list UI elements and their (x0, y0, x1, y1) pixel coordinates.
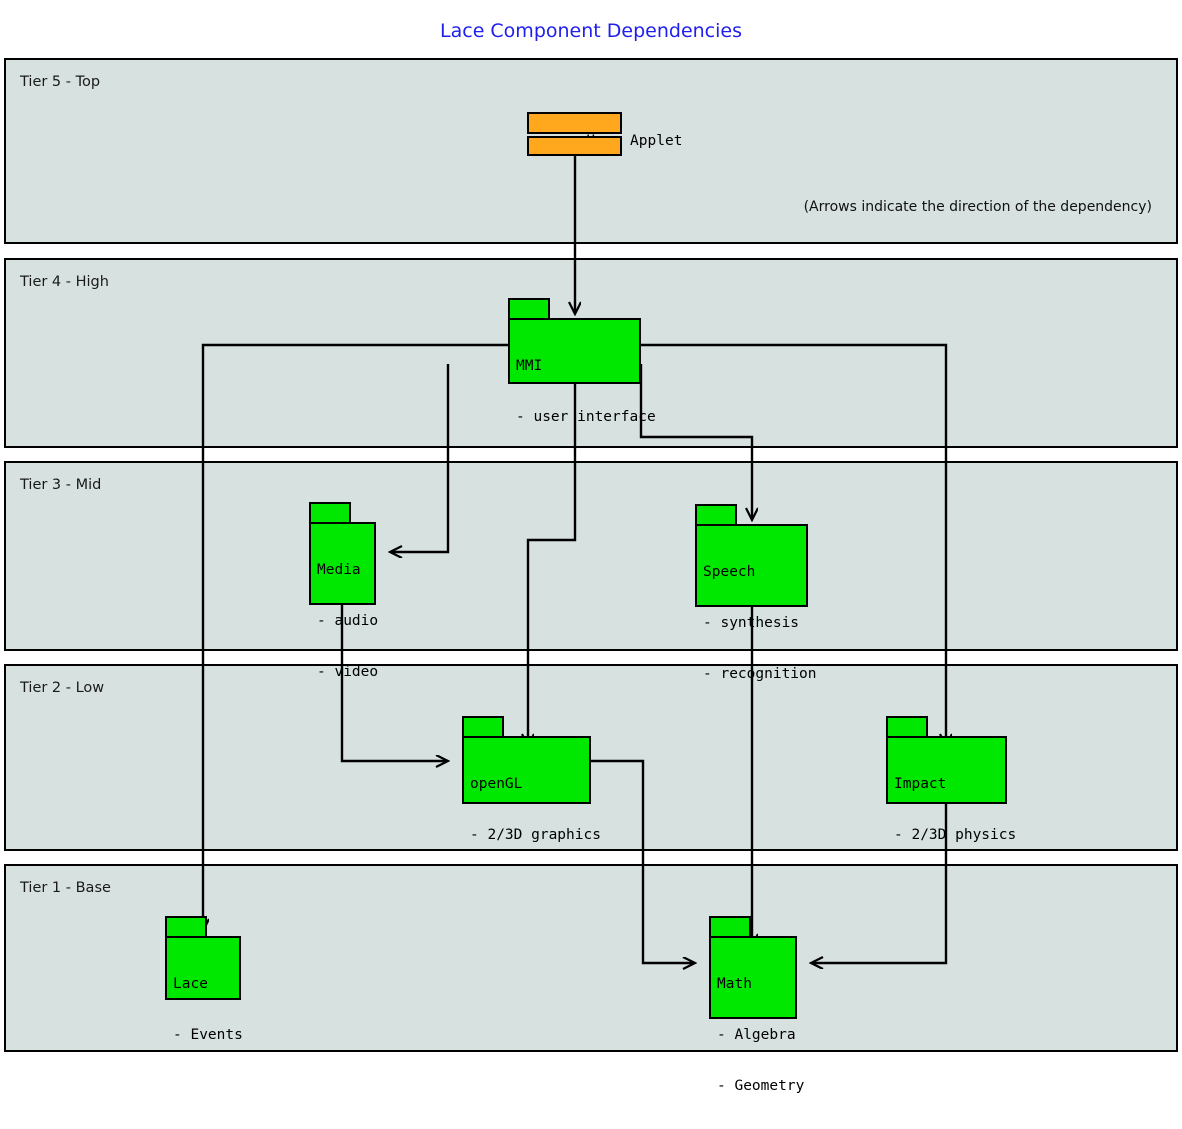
connector-mmi-to-lace (203, 343, 508, 930)
component-media-body: Media - audio - video (309, 522, 378, 680)
dependency-connector-layer (0, 153, 1182, 1056)
component-mmi-body: MMI - user interface (508, 318, 656, 425)
connector-media-to-opengl (340, 585, 447, 761)
component-impact-name: Impact (894, 776, 947, 792)
component-speech-name: Speech (703, 564, 756, 580)
component-mmi-name: MMI (516, 358, 543, 374)
component-user-applet-label: User Applet (527, 112, 682, 149)
component-media-detail-1: - audio (317, 613, 379, 629)
connector-mmi-to-media (391, 364, 450, 552)
component-opengl-name: openGL (470, 776, 523, 792)
tier-band-tier-3-mid: Tier 3 - Mid (4, 461, 1178, 651)
component-media-name: Media (317, 562, 361, 578)
component-opengl-body: openGL - 2/3D graphics (462, 736, 601, 843)
page-title: Lace Component Dependencies (440, 20, 742, 42)
component-opengl-detail-1: - 2/3D graphics (470, 827, 601, 843)
component-user-applet-body (527, 136, 622, 156)
component-speech-body: Speech - synthesis - recognition (695, 524, 817, 682)
tier-band-tier-2-low: Tier 2 - Low (4, 664, 1178, 851)
component-mmi-detail-1: - user interface (516, 409, 656, 425)
connector-mmi-to-impact (641, 343, 946, 745)
package-tab-icon (309, 502, 351, 524)
connector-impact-to-math (812, 784, 948, 963)
arrow-direction-note: (Arrows indicate the direction of the de… (803, 199, 1152, 215)
component-math-body: Math - Algebra - Geometry (709, 936, 804, 1094)
package-tab-icon (886, 716, 928, 738)
component-speech-detail-2: - recognition (703, 666, 817, 682)
package-tab-icon (508, 298, 550, 320)
diagram-canvas: Lace Component Dependencies Tier 5 - Top… (0, 20, 1182, 1094)
component-math-detail-1: - Algebra (717, 1027, 796, 1043)
package-tab-icon (165, 916, 207, 938)
tier-label-tier-3-mid: Tier 3 - Mid (20, 477, 102, 493)
connector-mmi-to-speech (639, 364, 752, 519)
component-speech-detail-1: - synthesis (703, 615, 800, 631)
tier-label-tier-4-high: Tier 4 - High (20, 274, 109, 290)
component-media-detail-2: - video (317, 664, 379, 680)
tier-label-tier-1-base: Tier 1 - Base (20, 880, 111, 896)
connector-mmi-to-opengl (528, 364, 577, 745)
component-impact-detail-1: - 2/3D physics (894, 827, 1017, 843)
package-tab-icon (695, 504, 737, 526)
package-tab-icon (709, 916, 751, 938)
component-lace-body: Lace - Events (165, 936, 243, 1043)
tier-label-tier-5-top: Tier 5 - Top (20, 74, 101, 90)
component-math-name: Math (717, 976, 752, 992)
tier-label-tier-2-low: Tier 2 - Low (20, 680, 105, 696)
component-lace-name: Lace (173, 976, 208, 992)
component-lace-detail-1: - Events (173, 1027, 243, 1043)
package-tab-icon (462, 716, 504, 738)
component-impact-body: Impact - 2/3D physics (886, 736, 1016, 843)
component-math-detail-2: - Geometry (717, 1078, 805, 1094)
connector-opengl-to-math (591, 759, 694, 963)
